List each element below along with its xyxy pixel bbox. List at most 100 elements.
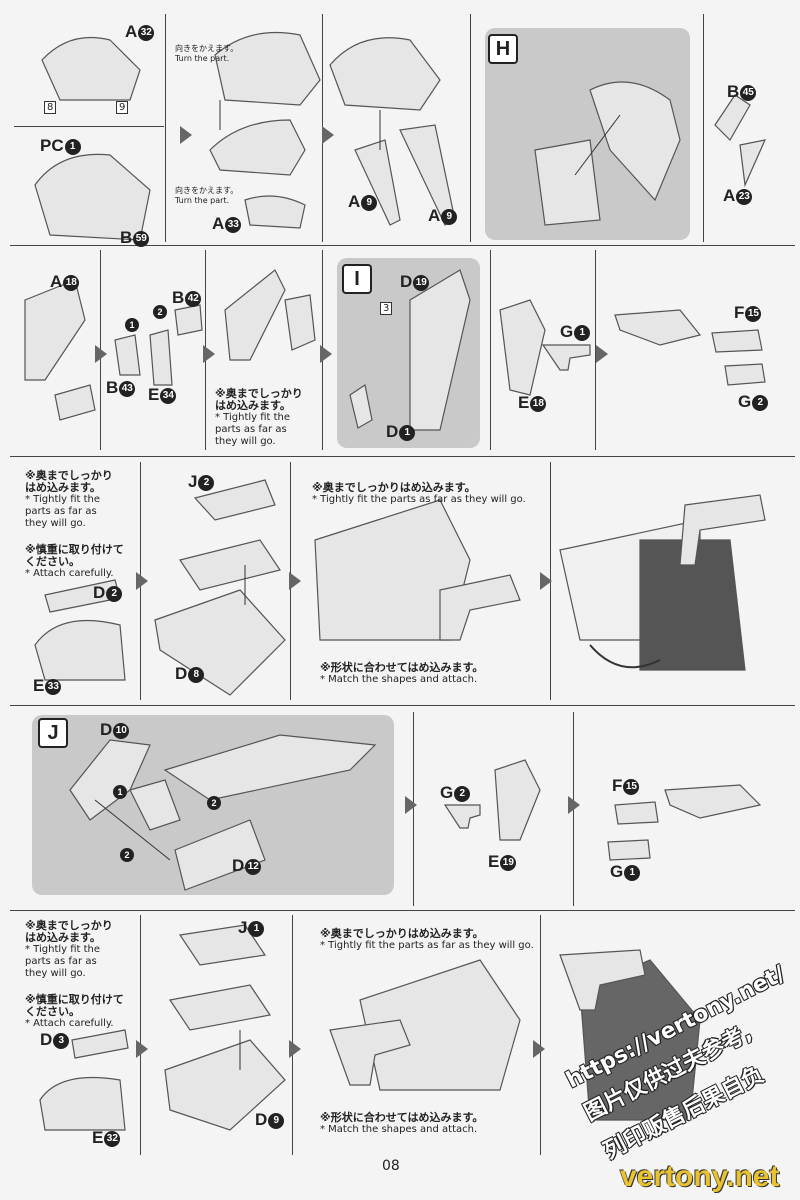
col-divider: [140, 915, 141, 1155]
step-number-2: 2: [207, 796, 221, 810]
part-d3-illustration: [71, 1029, 129, 1059]
part-d10-illustration: [69, 739, 151, 821]
tight-fit-note: ※奥までしっかり はめ込みます。 * Tightly fit the parts…: [25, 919, 113, 980]
row1-subdivider: [14, 126, 164, 127]
tight-fit-note: ※奥までしっかり はめ込みます。 * Tightly fit the parts…: [215, 387, 303, 448]
tight-fit-note: ※奥までしっかり はめ込みます。 * Tightly fit the parts…: [25, 469, 113, 530]
assembly-arrow-line: [94, 799, 171, 861]
col-divider: [540, 915, 541, 1155]
rotate-arrow: [589, 644, 661, 669]
joint-arm-b-illustration: [664, 784, 762, 819]
next-step-arrow: [289, 1040, 301, 1058]
torso-h-illustration: [534, 139, 601, 226]
head-shell-illustration: [41, 36, 141, 101]
next-step-arrow: [405, 796, 417, 814]
sticker-reference-tag: 9: [116, 101, 129, 114]
col-divider: [490, 250, 491, 450]
part-g1-illustration: [541, 344, 591, 371]
row-divider-3: [10, 705, 795, 706]
part-j1-illustration: [178, 924, 267, 966]
joint-on-shield-illustration: [679, 494, 766, 566]
part-d12-illustration: [174, 819, 266, 891]
part-c-cylinder-illustration: [129, 779, 181, 831]
arm-shield-illustration: [224, 269, 286, 361]
turn-part-note: 向きをかえます。Turn the part.: [175, 44, 239, 63]
next-step-arrow: [203, 345, 215, 363]
part-d19-shield-illustration: [409, 269, 471, 431]
part-g1b-illustration: [607, 839, 651, 861]
shield-body-b-illustration: [359, 959, 521, 1091]
next-step-arrow: [533, 1040, 545, 1058]
col-divider: [470, 14, 471, 242]
step-number-1: 1: [113, 785, 127, 799]
part-d1-peg-illustration: [349, 384, 373, 429]
step-number-1: 1: [125, 318, 139, 332]
next-step-arrow: [596, 345, 608, 363]
part-a23-illustration: [739, 139, 767, 188]
part-b42-illustration: [174, 304, 203, 336]
part-plate-illustration: [179, 539, 281, 591]
part-a9-left-illustration: [354, 139, 401, 226]
page-number: 08: [382, 1158, 400, 1174]
match-shapes-note: ※形状に合わせてはめ込みます。 * Match the shapes and a…: [320, 1111, 484, 1136]
attach-carefully-note: ※慎重に取り付けて ください。 * Attach carefully.: [25, 993, 124, 1030]
shield-j-illustration: [163, 734, 377, 801]
joint-g-b-illustration: [329, 1019, 411, 1086]
next-step-arrow: [136, 1040, 148, 1058]
head-assembly-upper-illustration: [214, 31, 321, 106]
part-e32-illustration: [39, 1077, 126, 1131]
part-a33-illustration: [244, 195, 306, 229]
tight-fit-note: ※奥までしっかりはめ込みます。 * Tightly fit the parts …: [320, 927, 534, 952]
part-e34-illustration: [149, 329, 173, 386]
section-j-marker: J: [38, 718, 68, 748]
col-divider: [703, 14, 704, 242]
attach-carefully-note: ※慎重に取り付けて ください。 * Attach carefully.: [25, 543, 124, 580]
step-number-2: 2: [153, 305, 167, 319]
head-assembly-lower-illustration: [209, 119, 306, 176]
next-step-arrow: [180, 126, 192, 144]
col-divider: [595, 250, 596, 450]
part-f15-illustration: [711, 329, 763, 353]
part-b43-illustration: [114, 334, 141, 376]
joint-on-shield-b-illustration: [559, 949, 646, 1011]
part-d9-illustration: [164, 1039, 286, 1131]
section-i-marker: I: [342, 264, 372, 294]
part-f15b-illustration: [614, 801, 659, 825]
arm-joint-illustration: [284, 294, 316, 351]
head-shell-front-illustration: [329, 37, 441, 111]
part-g2b-illustration: [443, 804, 481, 829]
next-step-arrow: [322, 126, 334, 144]
part-plate-b-illustration: [168, 984, 272, 1031]
part-b45-illustration: [714, 94, 751, 141]
head-base-illustration: [34, 153, 151, 241]
joint-arm-illustration: [614, 309, 702, 346]
sticker-reference-tag: 3: [380, 302, 393, 315]
